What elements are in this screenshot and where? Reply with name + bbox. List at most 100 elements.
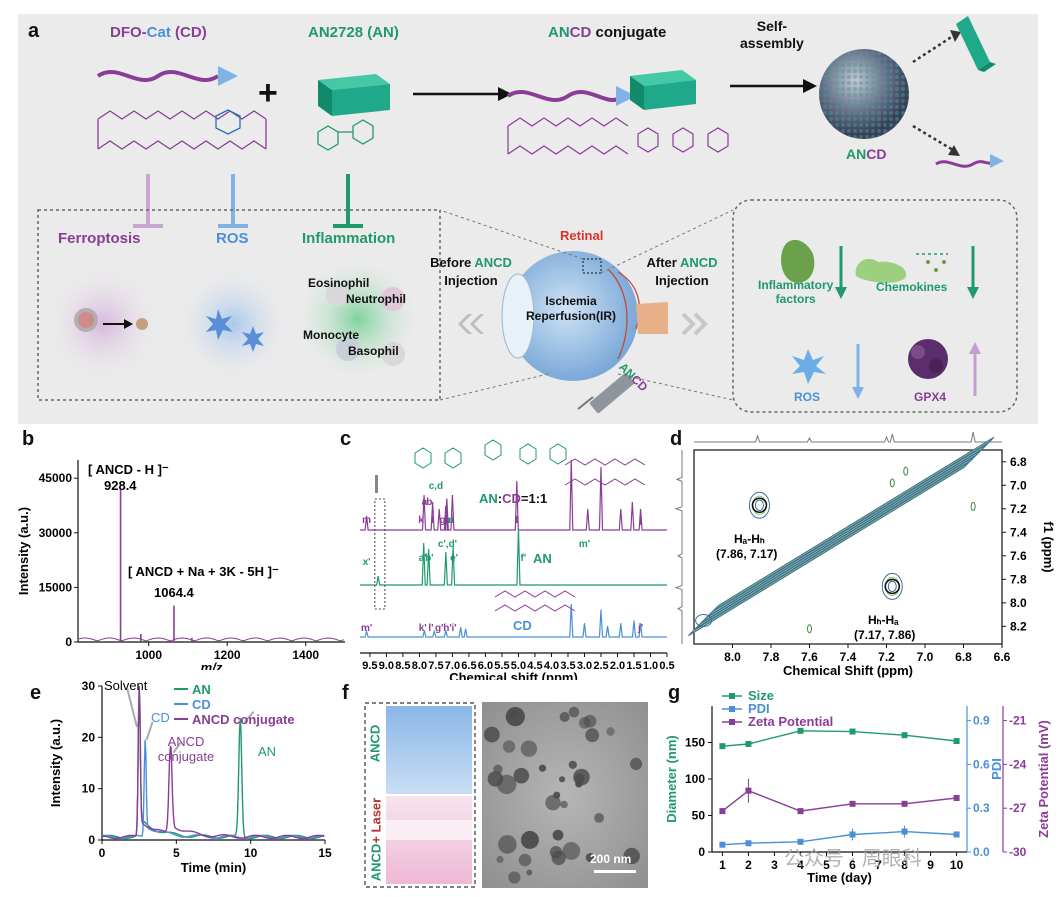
tem-nanoparticle — [487, 771, 504, 787]
cell-basophil: Basophil — [348, 344, 399, 358]
cross-peak — [887, 580, 897, 593]
peak-letter: f — [515, 515, 519, 526]
ancd-label-2: conjugate — [158, 749, 214, 764]
ancd-block-icon — [630, 70, 696, 110]
y-tick-label: 7.8 — [1010, 572, 1027, 586]
tem-nanoparticle — [526, 869, 533, 876]
x-tick-label: 8.5 — [395, 660, 410, 672]
series-line — [722, 830, 957, 846]
tem-nanoparticle — [510, 710, 518, 718]
series-marker — [797, 838, 804, 845]
gpx4-label: GPX4 — [914, 390, 947, 404]
peak-letter: i' — [452, 623, 457, 634]
cross-peak — [754, 499, 764, 511]
x-tick-label: 3.0 — [577, 660, 592, 672]
series-marker — [797, 727, 804, 734]
tem-nanoparticle — [483, 726, 500, 743]
x-tick-label: 6.0 — [478, 660, 493, 672]
panel-b-letter: b — [22, 428, 35, 450]
x-tick-label: 3 — [771, 858, 778, 872]
panel-a-graphics — [37, 16, 1018, 413]
series-marker — [745, 740, 752, 747]
x-tick-label: 1200 — [214, 648, 241, 662]
zeta-tick-label: -21 — [1009, 714, 1027, 728]
x-tick-label: 10 — [950, 858, 964, 872]
series-line — [722, 730, 957, 747]
x-tick-label: 5.0 — [511, 660, 526, 672]
tem-nanoparticle — [559, 776, 566, 783]
x-tick-label: 2 — [745, 858, 752, 872]
retinal-label: Retinal — [560, 228, 604, 243]
series-marker — [953, 794, 960, 801]
target-inflammation: Inflammation — [302, 230, 396, 247]
peak-letter: b — [426, 497, 432, 508]
series-marker — [719, 841, 726, 848]
annot-arrow — [126, 688, 138, 728]
ischemia-label: Ischemia Reperfusion(IR) — [526, 294, 616, 323]
peak-letter: m — [362, 515, 371, 526]
ancd-title: ANCD conjugate — [548, 24, 667, 41]
y-tick-label: 8.0 — [1010, 596, 1027, 610]
vial-label-top: ANCD — [367, 724, 383, 763]
peak-letter: h' — [443, 623, 452, 634]
panel-f-letter: f — [342, 682, 349, 704]
x-tick-label: 3.5 — [560, 660, 575, 672]
inflammatory-factors-label: Inflammatory factors — [758, 278, 834, 306]
released-an-icon — [956, 16, 996, 72]
x-axis-label: Time (min) — [181, 860, 247, 875]
legend-marker — [729, 693, 735, 699]
tem-nanoparticle — [502, 740, 516, 753]
tem-nanoparticle — [575, 780, 583, 788]
tem-nanoparticle — [559, 712, 570, 722]
series-marker — [797, 808, 804, 815]
y-axis-label: Intensity (a.u.) — [48, 719, 63, 807]
legend-marker — [729, 706, 735, 712]
ratio-part: =1:1 — [521, 491, 547, 506]
x-tick-label: 7.4 — [840, 650, 857, 664]
tem-nanoparticle — [545, 795, 561, 811]
minor-contour — [807, 624, 812, 634]
x-tick-label: 4.5 — [527, 660, 542, 672]
x-tick-label: 4 — [797, 858, 804, 872]
baseline-noise — [77, 637, 345, 642]
an-label: AN — [258, 744, 276, 759]
tem-scale-label: 200 nm — [590, 852, 632, 866]
tem-nanoparticle — [493, 764, 503, 774]
series-marker — [719, 743, 726, 750]
cd-structure-icon — [97, 110, 267, 150]
x-tick-label: 1000 — [135, 648, 162, 662]
legend-item: ANCD conjugate — [192, 712, 295, 727]
y-axis-label-pdi: PDI — [989, 758, 1004, 780]
tem-nanoparticle — [630, 757, 643, 770]
syringe-icon — [577, 373, 635, 413]
cell-neutrophil: Neutrophil — [346, 292, 406, 306]
series-marker — [901, 732, 908, 739]
tem-nanoparticle — [513, 767, 530, 784]
tem-nanoparticle — [568, 706, 580, 718]
x-tick-label: 5 — [173, 846, 180, 860]
minor-contour — [970, 501, 976, 511]
cell-eosinophil: Eosinophil — [308, 276, 370, 290]
peak-letter: b' — [425, 553, 434, 564]
x-tick-label: 5.5 — [494, 660, 509, 672]
peak-letter: e' — [450, 553, 458, 564]
before-box — [37, 209, 441, 401]
x-tick-label: 1400 — [292, 648, 319, 662]
x-tick-label: 7.2 — [878, 650, 895, 664]
series-marker — [849, 800, 856, 807]
y-tick-label: 10 — [82, 782, 96, 796]
panel-g-letter: g — [668, 682, 681, 704]
pdi-tick-label: 0.0 — [973, 845, 990, 859]
an-block-icon — [318, 74, 390, 116]
panel-a: a DFO-Cat (CD) AN2728 (AN) + ANCD conjug… — [18, 14, 1038, 424]
y-tick-label: 100 — [685, 772, 705, 786]
series-marker — [849, 728, 856, 735]
peak-letter: f' — [521, 553, 527, 564]
tem-nanoparticle — [552, 829, 564, 841]
x-tick-label: 2.5 — [593, 660, 608, 672]
x-tick-label: 9.0 — [379, 660, 394, 672]
legend-item: CD — [192, 697, 211, 712]
